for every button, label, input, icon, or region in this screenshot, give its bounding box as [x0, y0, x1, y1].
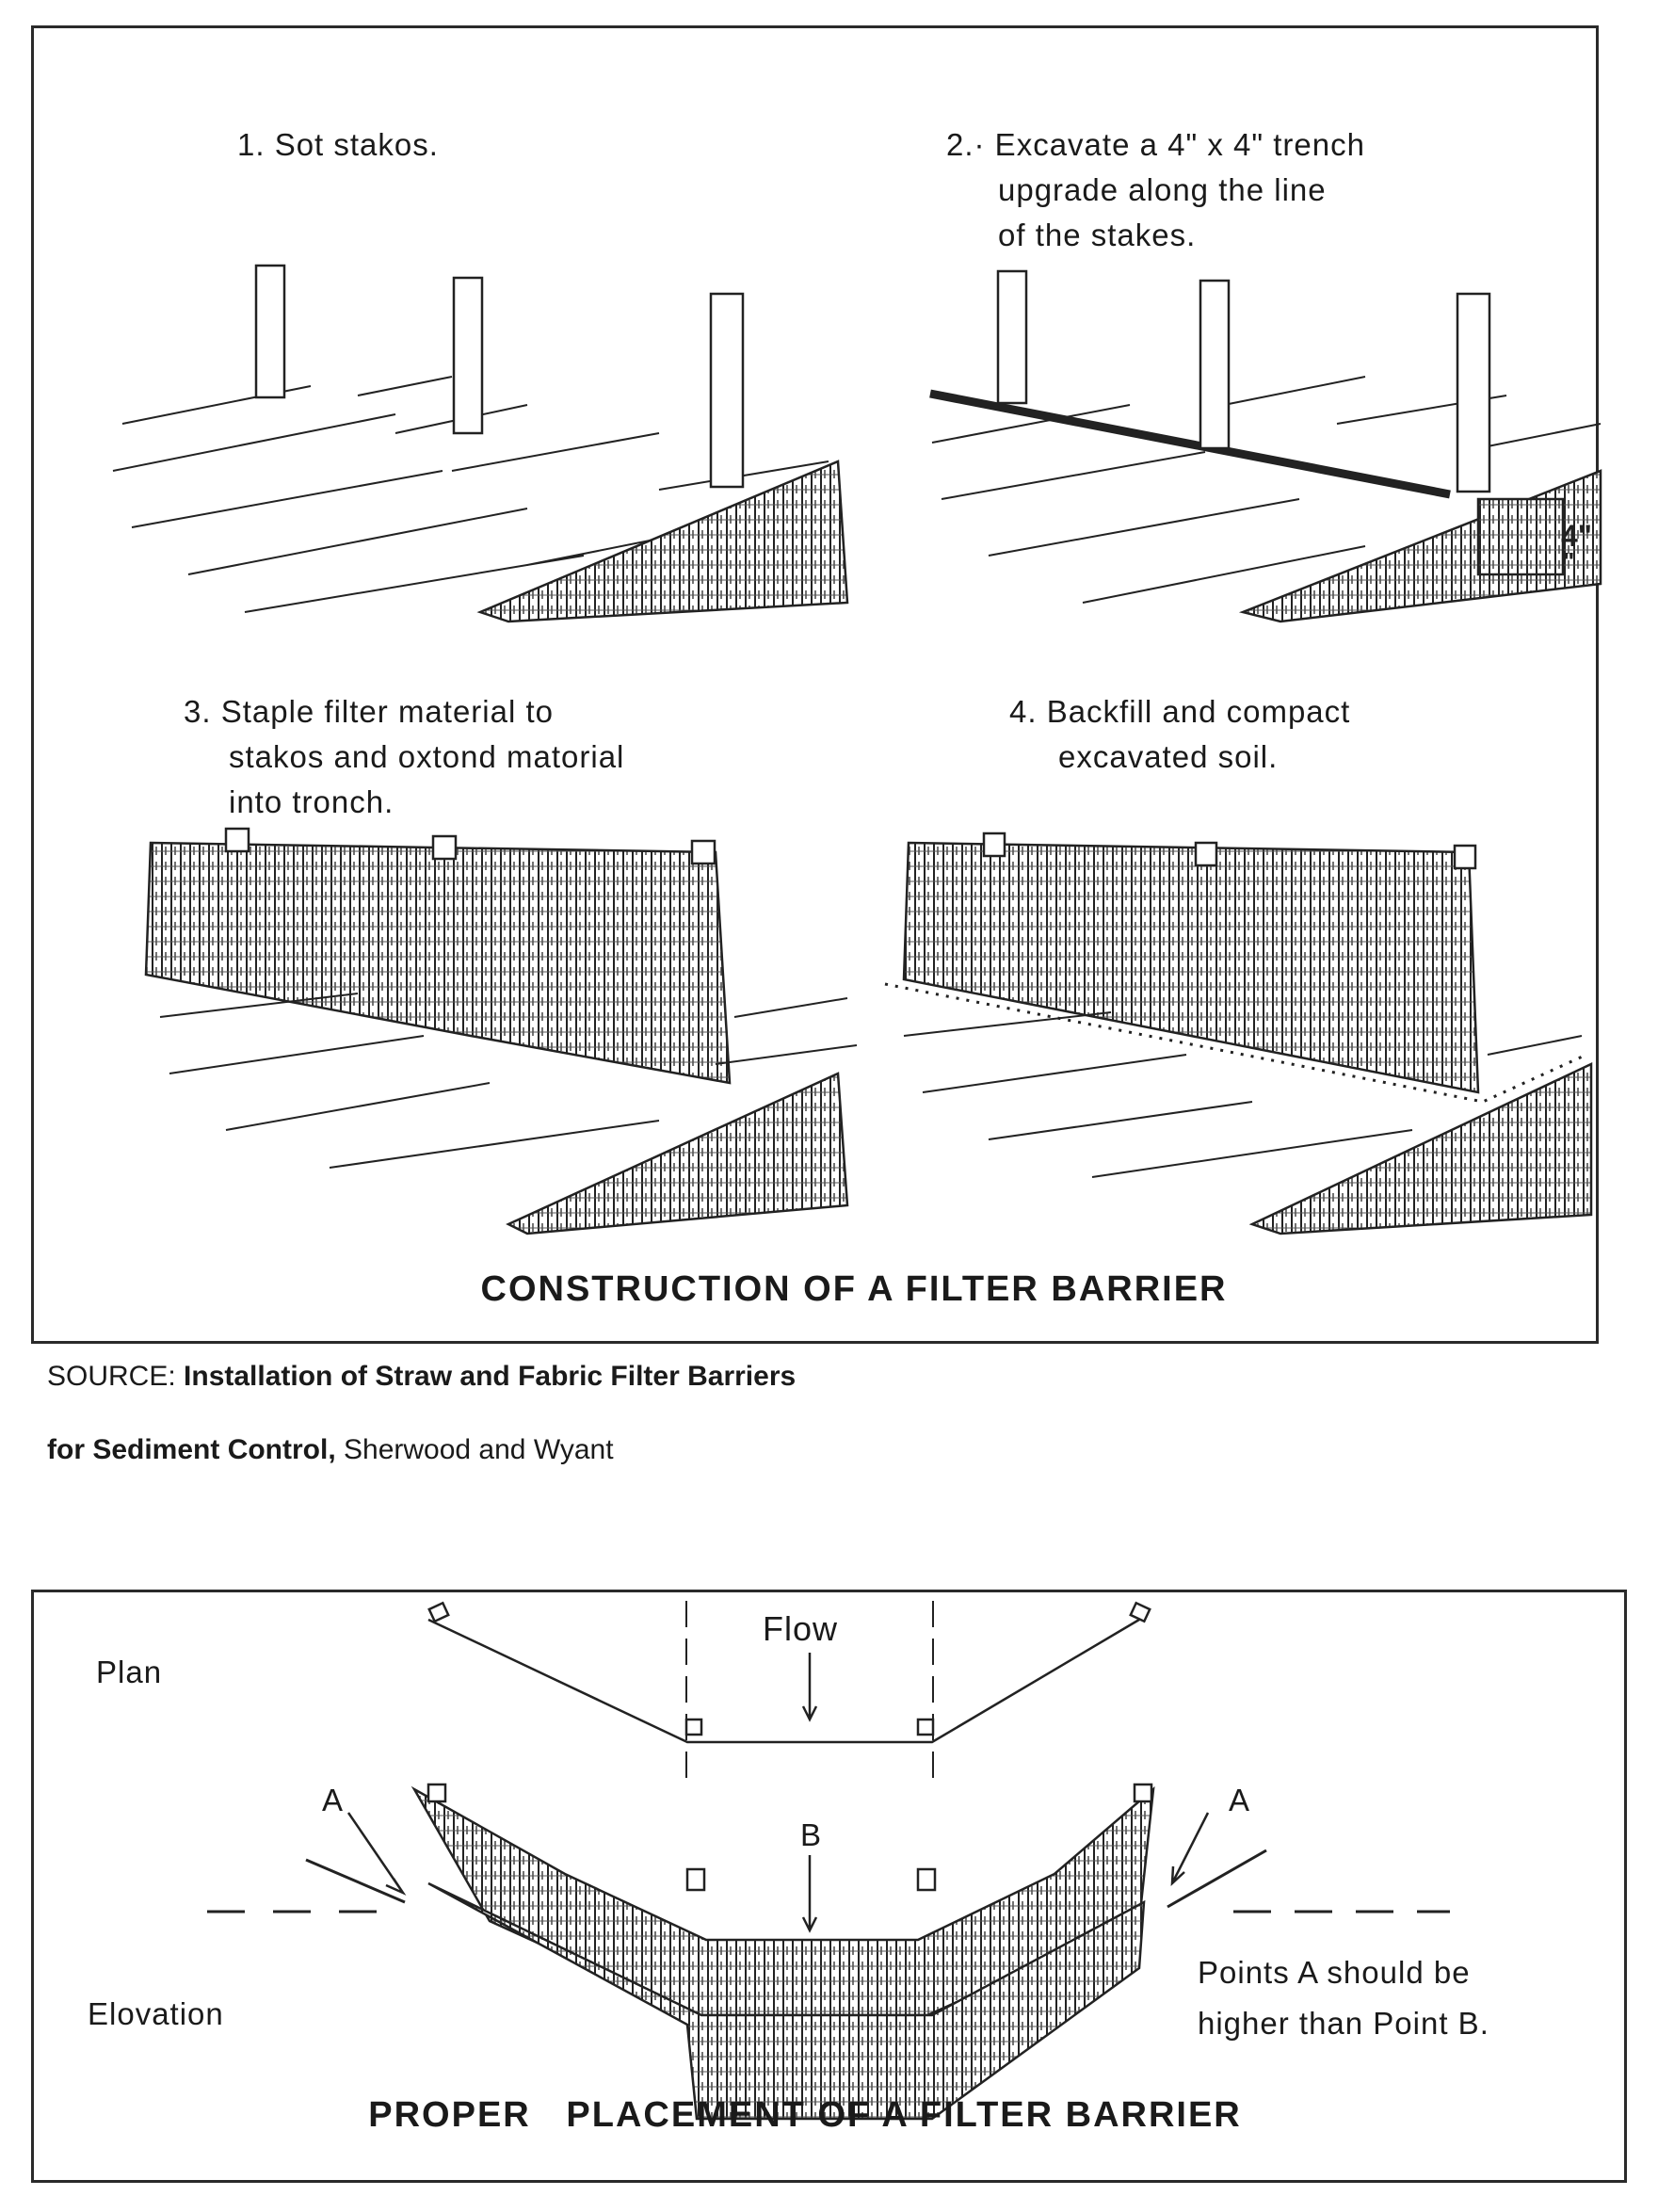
step-3-line: stakos and oxtond matorial [229, 739, 625, 774]
trench-width-label: " [1563, 547, 1574, 575]
elevation-view [207, 1783, 1450, 2121]
point-a-right-label: A [1229, 1783, 1251, 1817]
construction-title: CONSTRUCTION OF A FILTER BARRIER [480, 1269, 1228, 1309]
point-b-label: B [800, 1817, 823, 1852]
plan-view [427, 1601, 1151, 1789]
source-line-2: for Sediment Control, Sherwood and Wyant [47, 1434, 614, 1466]
step-3-text: 3. Staple filter material to stakos and … [184, 689, 624, 825]
source-line-1: SOURCE: Installation of Straw and Fabric… [47, 1361, 796, 1393]
step-4-line: excavated soil. [1058, 739, 1279, 774]
placement-title: PROPER PLACEMENT OF A FILTER BARRIER [368, 2095, 1242, 2135]
construction-panel [31, 25, 1599, 1344]
point-a-right-arrow-icon [1170, 1812, 1210, 1887]
source-title-cont: for Sediment Control, [47, 1434, 336, 1465]
point-a-left-arrow-icon [346, 1812, 407, 1896]
step-1-text: 1. Sot stakos. [237, 122, 439, 168]
elevation-label: Elovation [88, 1996, 224, 2031]
step-3-line: into tronch. [229, 784, 394, 819]
step-2-text: 2.· Excavate a 4" x 4" trench upgrade al… [946, 122, 1365, 258]
point-b-arrow-icon [801, 1855, 818, 1933]
step-4-line: 4. Backfill and compact [1009, 694, 1351, 729]
source-title: Installation of Straw and Fabric Filter … [184, 1361, 797, 1392]
step1-illustration [112, 264, 849, 623]
flow-label: Flow [763, 1609, 839, 1648]
note-line: higher than Point B. [1198, 2006, 1489, 2041]
step2-illustration [929, 269, 1602, 623]
step3-illustration [144, 827, 858, 1235]
note-line: Points A should be [1198, 1955, 1471, 1990]
step-3-line: 3. Staple filter material to [184, 694, 554, 729]
trench-depth-label: 4" [1561, 519, 1592, 553]
plan-label: Plan [96, 1655, 163, 1689]
step-2-line: of the stakes. [998, 218, 1197, 252]
step-2-line: 2.· Excavate a 4" x 4" trench [946, 127, 1365, 162]
placement-note: Points A should be higher than Point B. [1198, 1947, 1489, 2049]
step-1-line: 1. Sot stakos. [237, 127, 439, 162]
source-authors: Sherwood and Wyant [335, 1434, 614, 1465]
step-2-line: upgrade along the line [998, 172, 1327, 207]
point-a-left-label: A [322, 1783, 345, 1817]
placement-panel [31, 1590, 1627, 2183]
flow-arrow-icon [801, 1653, 818, 1722]
step-4-text: 4. Backfill and compact excavated soil. [1009, 689, 1350, 780]
source-prefix: SOURCE: [47, 1361, 185, 1392]
step4-illustration [884, 832, 1593, 1235]
